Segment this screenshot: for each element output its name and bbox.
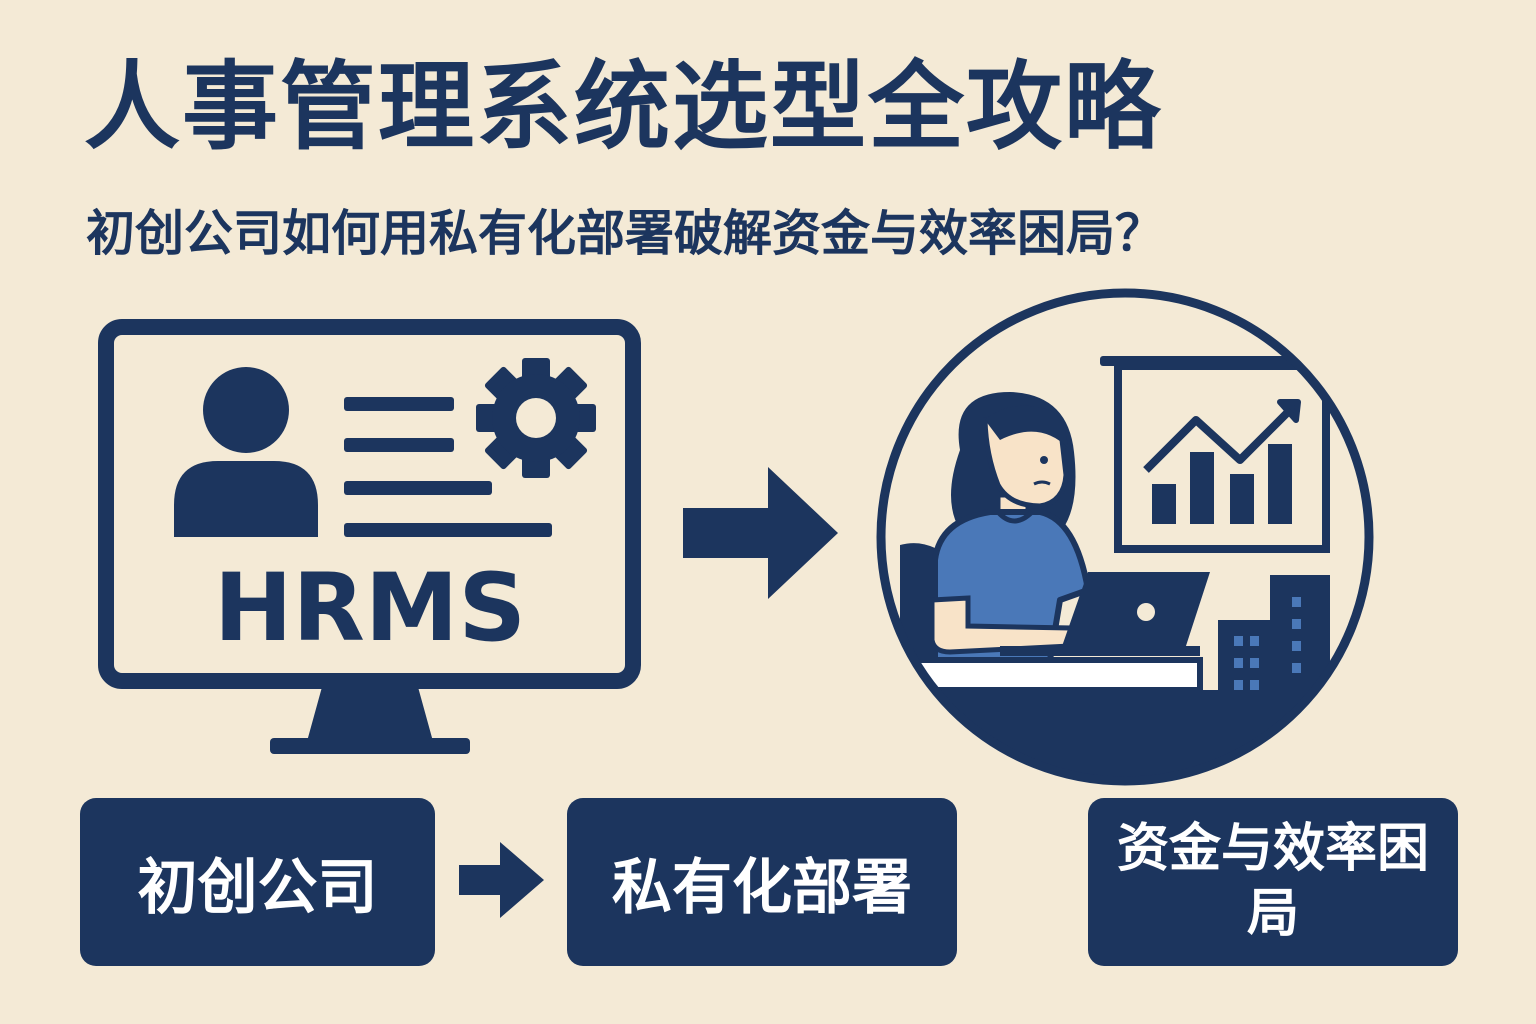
user-icon [174, 367, 318, 537]
monitor-stand [306, 687, 434, 745]
step-private-deployment: 私有化部署 [567, 798, 957, 966]
hrms-label: HRMS [214, 554, 526, 663]
gear-icon [476, 358, 596, 478]
page-title: 人事管理系统选型全攻略 [84, 51, 1162, 163]
step-funding-efficiency-dilemma: 资金与效率困局 [1088, 798, 1458, 966]
step-startup: 初创公司 [80, 798, 435, 966]
arrow-right-icon [683, 467, 838, 599]
monitor-base [270, 738, 470, 754]
laptop-icon [1000, 572, 1210, 656]
page-subtitle: 初创公司如何用私有化部署破解资金与效率困局？ [86, 205, 1165, 262]
desk-icon [897, 657, 1203, 781]
office-scene [897, 356, 1340, 781]
trending-chart-icon [1143, 399, 1301, 524]
presentation-board-icon [1100, 356, 1340, 553]
monitor-icon [98, 319, 641, 754]
woman-icon [929, 392, 1091, 663]
text-lines-icon [344, 397, 552, 537]
scene-frame [876, 288, 1374, 786]
arrow-right-small-icon [459, 842, 544, 918]
